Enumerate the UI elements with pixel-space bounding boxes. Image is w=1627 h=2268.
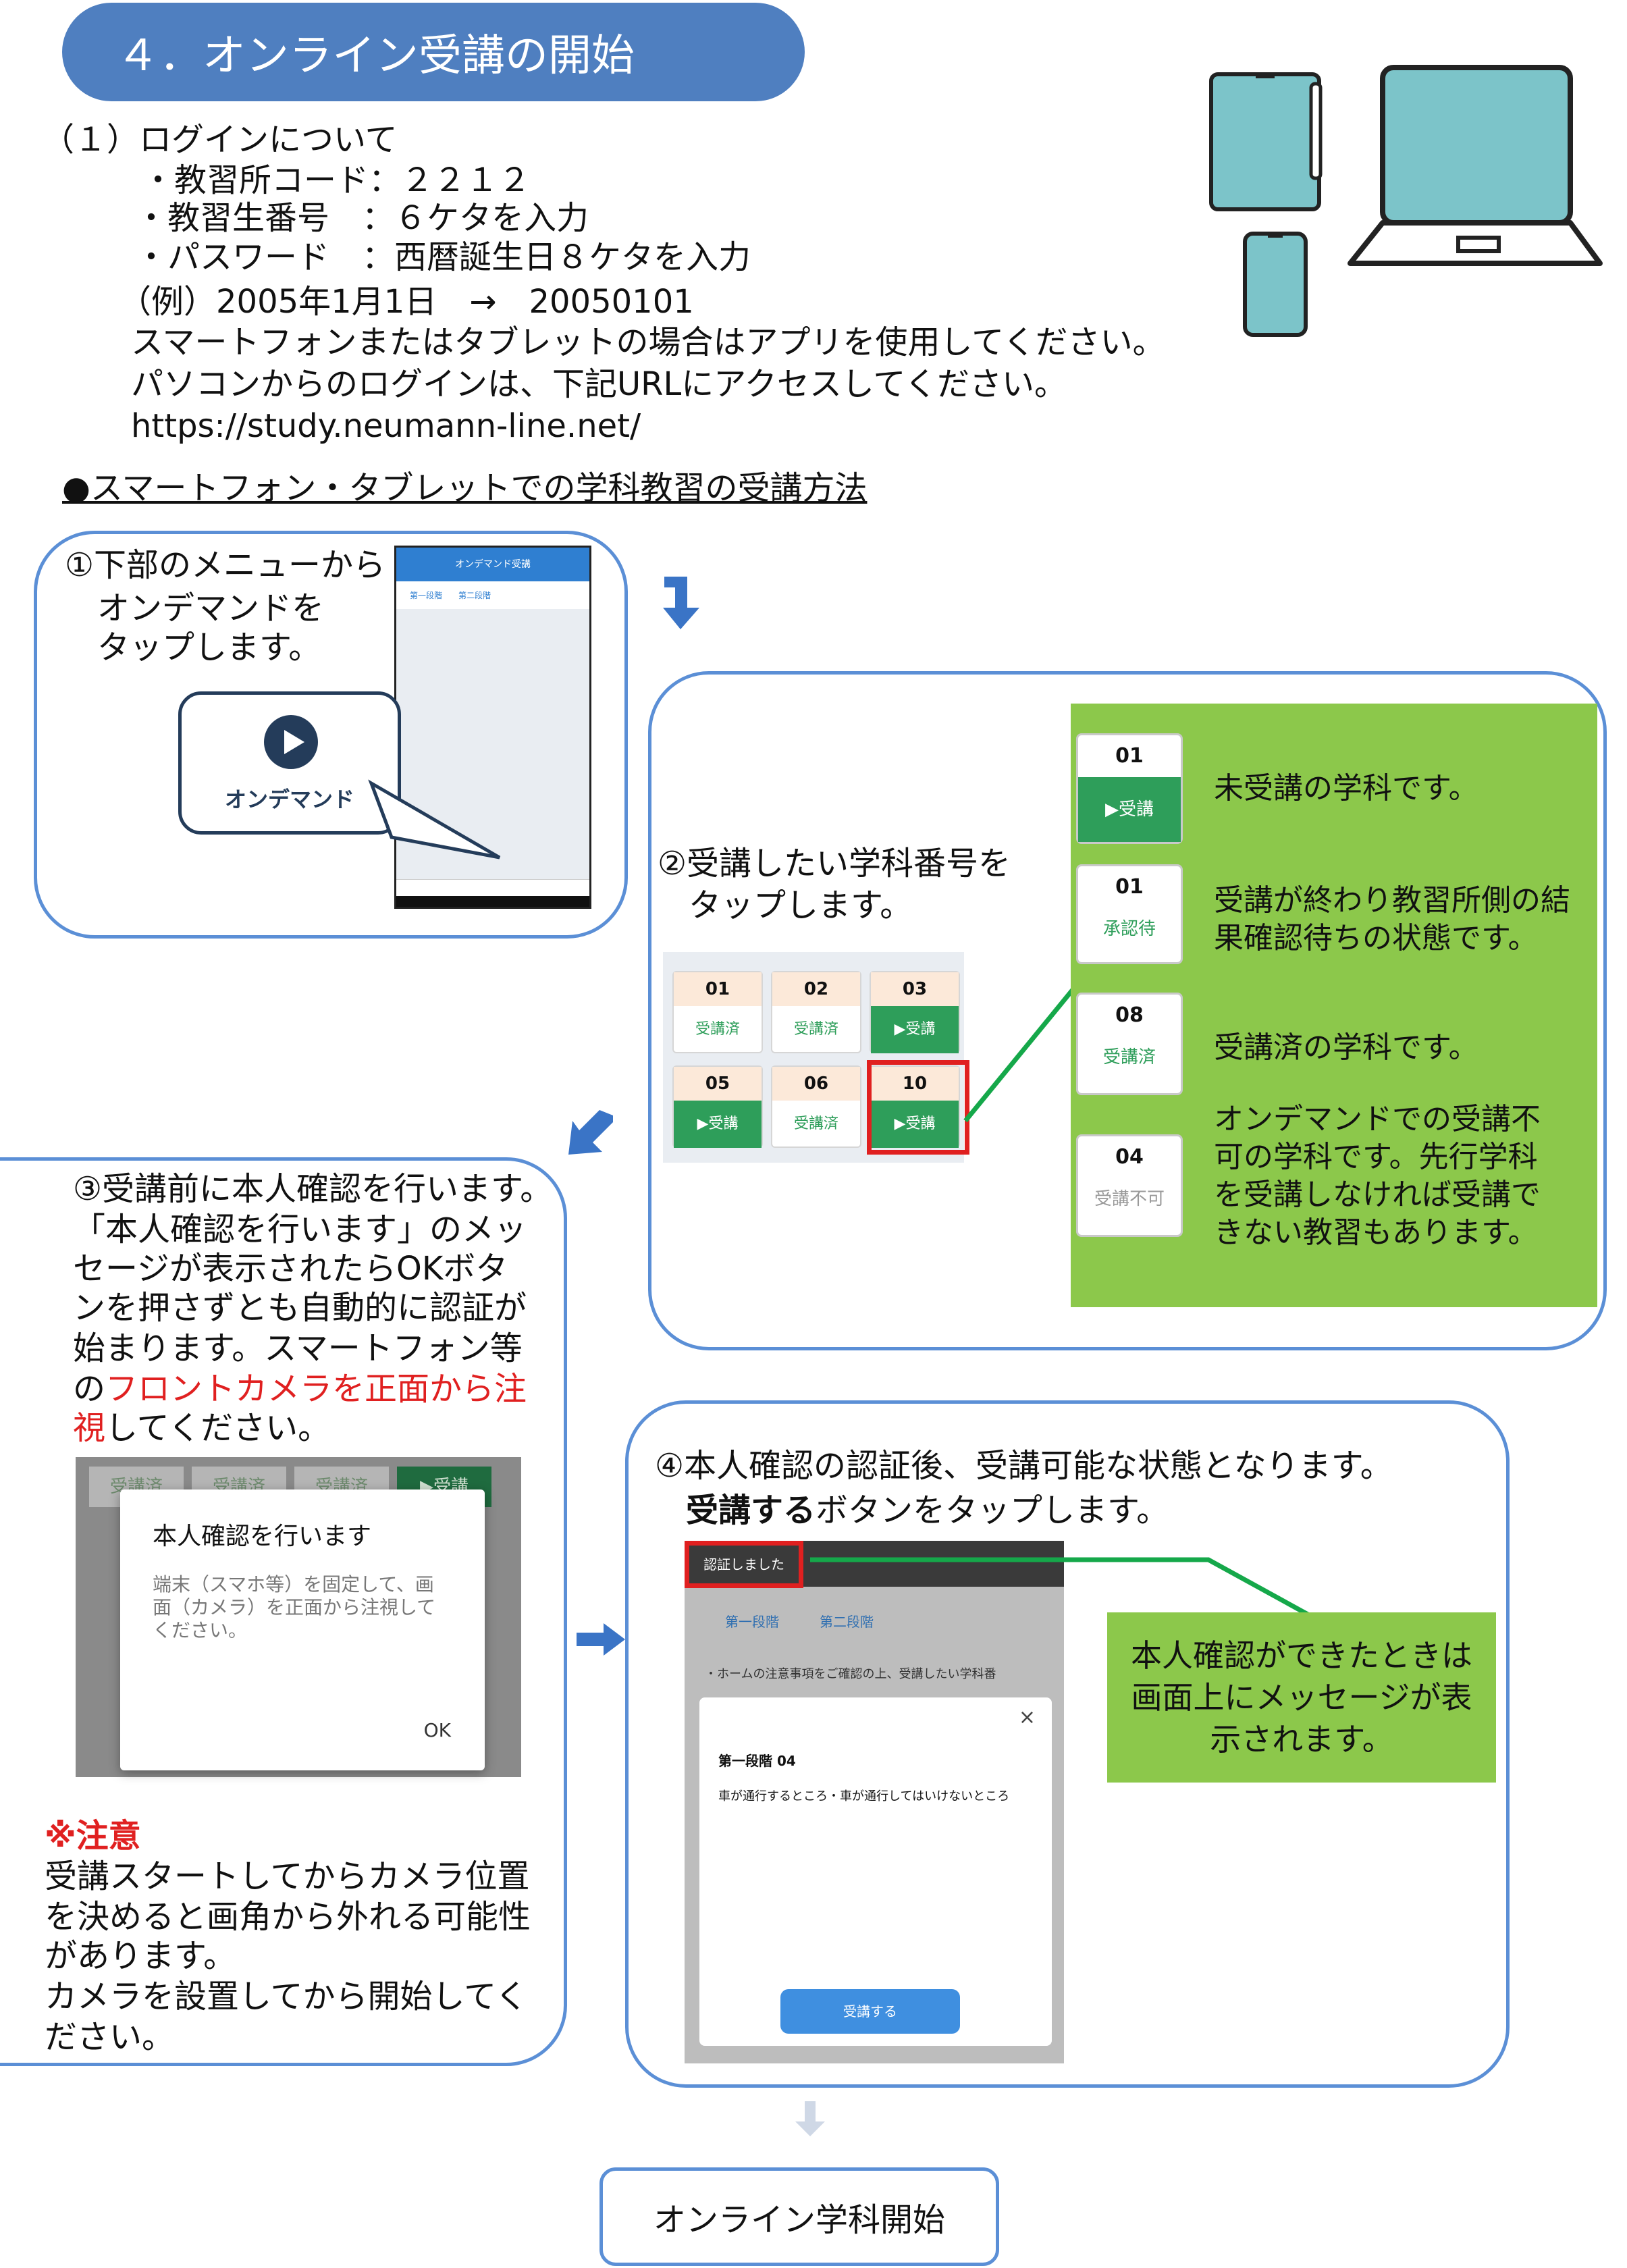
caution-line: を決めると画角から外れる可能性 [45,1898,531,1936]
dialog-title: 本人確認を行います [153,1523,372,1550]
ondemand-callout: オンデマンド [178,691,401,835]
callout-tail [368,779,501,860]
student-number-line: ・教習生番号 ：６ケタを入力 [135,199,589,237]
arrow-right-icon [577,1623,625,1656]
caution-title: ※注意 [45,1817,141,1855]
step2-text-2: タップします。 [689,887,913,924]
arrow-down-left-icon [568,1110,613,1155]
tab-stage-2[interactable]: 第二段階 [820,1614,874,1630]
identity-dialog-screenshot: 受講済 受講済 受講済 ▶受講 本人確認を行います 端末（スマホ等）を固定して、… [76,1457,521,1777]
legend-tile: 01▶受講 [1076,733,1183,844]
step1-text-2: オンデマンドを [97,589,325,627]
caution-line: があります。 [45,1937,236,1975]
connector-line [963,970,1089,1123]
final-step-label: オンライン学科開始 [653,2201,945,2239]
play-icon[interactable] [264,715,318,769]
dialog-ok-button[interactable]: OK [423,1719,451,1741]
modal-body: 車が通行するところ・車が通行してはいけないところ [718,1789,1010,1803]
step4-screenshot: 認証しました 第一段階 第二段階 ・ホームの注意事項をご確認の上、受講したい学科… [685,1541,1064,2063]
step3-line: セージが表示されたらOKボタ [73,1250,508,1288]
example-line: （例）2005年1月1日 → 20050101 [119,283,694,321]
page-title-text: ４．オンライン受講の開始 [116,31,635,81]
step3-line: 「本人確認を行います」のメッ [73,1211,527,1248]
section-title: ●スマートフォン・タブレットでの学科教習の受講方法 [62,469,868,507]
arrow-down-right-icon [663,577,699,629]
login-heading: （１）ログインについて [42,121,398,159]
phone-tab-1[interactable]: 第一段階 [410,591,443,600]
phone-title: オンデマンド受講 [396,548,589,581]
attend-button[interactable]: 受講する [780,1989,960,2034]
close-icon[interactable]: × [1018,1706,1036,1729]
arrow-down-icon [795,2101,825,2136]
phone-tab-2[interactable]: 第二段階 [458,591,491,600]
course-tile[interactable]: 03▶受講 [870,971,960,1053]
page-title: ４．オンライン受講の開始 [62,3,805,101]
caution-line: カメラを設置してから開始してく [45,1978,528,2015]
course-tile[interactable]: 05▶受講 [672,1065,763,1148]
ondemand-label: オンデマンド [224,787,354,812]
step3-line: 始まります。スマートフォン等 [73,1329,523,1367]
caution-line: ださい。 [45,2018,175,2056]
legend-text: オンデマンドでの受講不可の学科です。先行学科を受講しなければ受講できない教習もあ… [1214,1102,1541,1250]
highlight-box [867,1060,969,1155]
school-code-line: ・教習所コード：２２１２ [142,161,531,199]
devices-illustration [1202,61,1607,344]
highlighted-text: フロントカメラを正面から注 [105,1370,527,1408]
final-step-box: オンライン学科開始 [599,2167,999,2266]
step2-text-1: ②受講したい学科番号を [658,845,1011,882]
caution-line: 受講スタートしてからカメラ位置 [45,1857,530,1895]
auth-note-box: 本人確認ができたときは画面上にメッセージが表示されます。 [1107,1612,1496,1783]
dialog-body: 端末（スマホ等）を固定して、画面（カメラ）を正面から注視してください。 [153,1573,436,1641]
step1-text-3: タップします。 [97,629,321,666]
legend-text: 受講済の学科です。 [1214,1030,1478,1065]
step4-line2: 受講するボタンをタップします。 [686,1492,1169,1529]
auth-toast: 認証しました [685,1541,803,1588]
step3-line: のフロントカメラを正面から注 [73,1370,527,1408]
notice-text: ・ホームの注意事項をご確認の上、受講したい学科番 [705,1667,996,1681]
tab-stage-1[interactable]: 第一段階 [725,1614,779,1630]
step1-phone-screenshot: オンデマンド受講 第一段階 第二段階 [394,546,591,909]
password-line: ・パスワード ：西暦誕生日８ケタを入力 [135,238,751,276]
step4-line1: ④本人確認の認証後、受講可能な状態となります。 [655,1447,1393,1485]
connector-line [810,1557,1318,1622]
step1-text-1: ①下部のメニューから [65,546,386,584]
course-tile-highlighted[interactable]: 10▶受講 [870,1065,960,1148]
step3-line: ンを押さずとも自動的に認証が [73,1289,527,1327]
modal-title: 第一段階 04 [718,1753,796,1769]
course-modal: × 第一段階 04 車が通行するところ・車が通行してはいけないところ 受講する [699,1697,1052,2046]
identity-dialog: 本人確認を行います 端末（スマホ等）を固定して、画面（カメラ）を正面から注視して… [120,1489,485,1770]
pc-instruction: パソコンからのログインは、下記URLにアクセスしてください。 [131,365,1067,403]
legend-text: 未受講の学科です。 [1214,771,1478,806]
step3-line: ③受講前に本人確認を行います。 [73,1170,553,1208]
login-url[interactable]: https://study.neumann-line.net/ [131,407,641,445]
step3-line: 視してください。 [73,1409,331,1447]
highlighted-text: 視 [73,1409,106,1447]
legend-text: 受講が終わり教習所側の結果確認待ちの状態です。 [1214,883,1570,955]
app-instruction: スマートフォンまたはタブレットの場合はアプリを使用してください。 [131,323,1165,361]
